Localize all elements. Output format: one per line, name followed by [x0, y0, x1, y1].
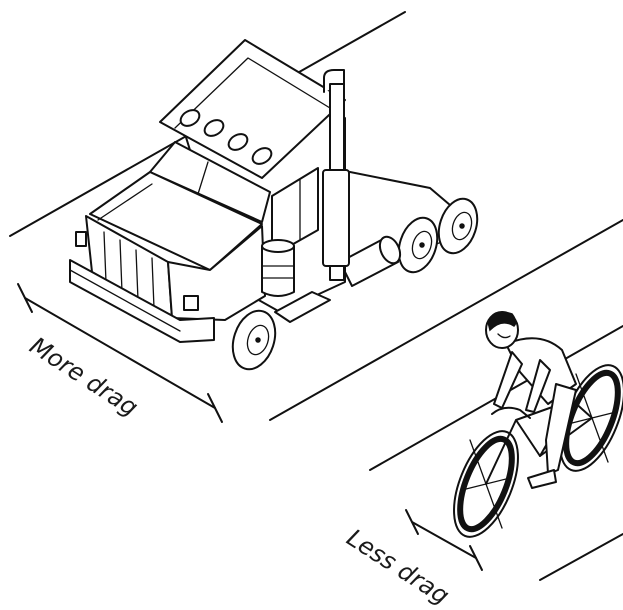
truck-width-marker: [17, 283, 223, 423]
semi-truck-icon: [69, 39, 479, 371]
bike-width-marker: [405, 509, 483, 571]
road-line-4: [539, 533, 623, 581]
more-drag-label: More drag: [25, 332, 143, 422]
cyclist-icon: [453, 311, 623, 538]
road-line-2: [269, 219, 623, 421]
